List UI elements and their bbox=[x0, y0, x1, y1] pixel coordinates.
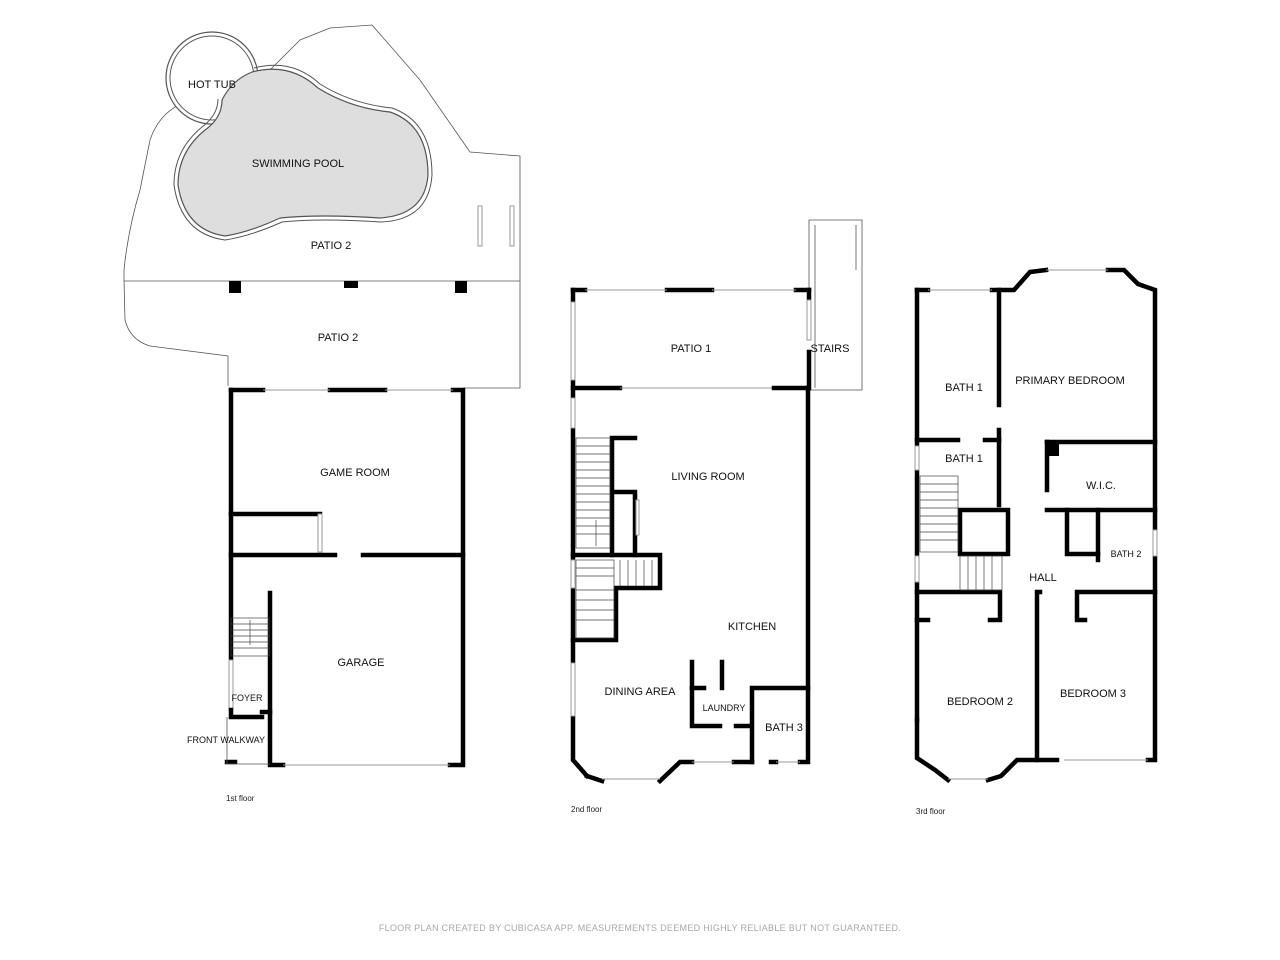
label-swimming-pool: SWIMMING POOL bbox=[252, 158, 344, 170]
second-floor-plan: PATIO 1 STAIRS LIVING ROOM KITCHEN DININ… bbox=[570, 219, 863, 814]
label-primary-bedroom: PRIMARY BEDROOM bbox=[1015, 375, 1125, 387]
label-hot-tub: HOT TUB bbox=[188, 79, 236, 91]
label-game-room: GAME ROOM bbox=[320, 467, 390, 479]
backyard-outline bbox=[123, 24, 521, 389]
label-patio-2-upper: PATIO 2 bbox=[311, 240, 352, 252]
label-bath-3: BATH 3 bbox=[765, 722, 803, 734]
label-hall: HALL bbox=[1029, 572, 1057, 584]
label-bath-1-lower: BATH 1 bbox=[945, 453, 983, 465]
label-bedroom-2: BEDROOM 2 bbox=[947, 696, 1013, 708]
label-bath-2: BATH 2 bbox=[1111, 549, 1142, 559]
label-bath-1-upper: BATH 1 bbox=[945, 382, 983, 394]
label-foyer: FOYER bbox=[231, 693, 263, 703]
label-garage: GARAGE bbox=[337, 657, 384, 669]
label-laundry: LAUNDRY bbox=[703, 703, 746, 713]
label-living-room: LIVING ROOM bbox=[671, 471, 744, 483]
label-patio-1: PATIO 1 bbox=[671, 343, 712, 355]
footer-disclaimer: FLOOR PLAN CREATED BY CUBICASA APP. MEAS… bbox=[379, 923, 901, 933]
label-dining-area: DINING AREA bbox=[605, 686, 677, 698]
label-wic: W.I.C. bbox=[1086, 480, 1116, 492]
third-floor-plan: BATH 1 PRIMARY BEDROOM BATH 1 W.I.C. BAT… bbox=[914, 267, 1158, 816]
label-stairs: STAIRS bbox=[811, 343, 850, 355]
first-floor-plan: HOT TUB SWIMMING POOL PATIO 2 PATIO 2 GA… bbox=[123, 24, 521, 803]
swimming-pool bbox=[177, 68, 429, 237]
label-patio-2-lower: PATIO 2 bbox=[318, 332, 359, 344]
label-3rd-floor: 3rd floor bbox=[916, 807, 946, 816]
exterior-stairs bbox=[808, 219, 863, 391]
label-1st-floor: 1st floor bbox=[226, 794, 255, 803]
label-2nd-floor: 2nd floor bbox=[571, 805, 602, 814]
label-kitchen: KITCHEN bbox=[728, 621, 776, 633]
label-front-walkway: FRONT WALKWAY bbox=[187, 735, 265, 745]
label-bedroom-3: BEDROOM 3 bbox=[1060, 688, 1126, 700]
